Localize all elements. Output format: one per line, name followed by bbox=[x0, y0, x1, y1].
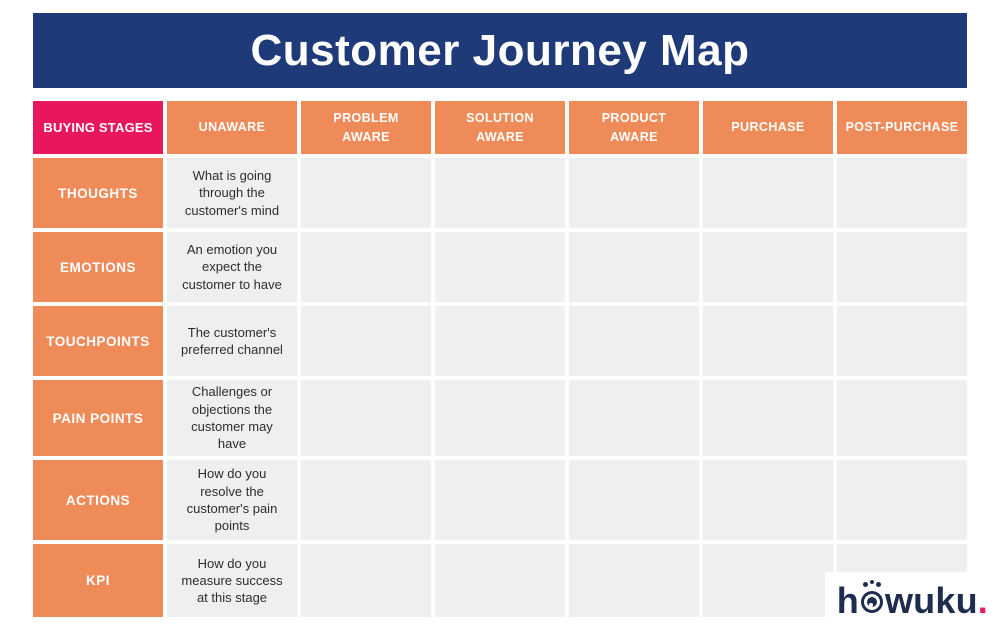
empty-cell bbox=[301, 306, 431, 376]
title-banner: Customer Journey Map bbox=[33, 13, 967, 88]
umlaut-dot-icon bbox=[875, 582, 881, 587]
empty-cell bbox=[301, 544, 431, 617]
empty-cell bbox=[569, 380, 699, 456]
description-cell: Challenges or objections the customer ma… bbox=[167, 380, 297, 456]
logo-period: . bbox=[977, 580, 988, 621]
description-cell: What is going through the customer's min… bbox=[167, 158, 297, 228]
empty-cell bbox=[703, 306, 833, 376]
description-cell: How do you measure success at this stage bbox=[167, 544, 297, 617]
empty-cell bbox=[435, 544, 565, 617]
empty-cell bbox=[703, 380, 833, 456]
empty-cell bbox=[301, 158, 431, 228]
empty-cell bbox=[435, 460, 565, 540]
empty-cell bbox=[569, 158, 699, 228]
empty-cell bbox=[301, 380, 431, 456]
page-title: Customer Journey Map bbox=[250, 25, 750, 75]
row-label-actions: ACTIONS bbox=[33, 460, 163, 540]
empty-cell bbox=[435, 306, 565, 376]
journey-map-table: BUYING STAGES UNAWARE PROBLEM AWARE SOLU… bbox=[33, 101, 967, 617]
howuku-eye-o-icon bbox=[860, 580, 883, 613]
empty-cell bbox=[837, 306, 967, 376]
empty-cell bbox=[569, 544, 699, 617]
empty-cell bbox=[703, 460, 833, 540]
empty-cell bbox=[837, 460, 967, 540]
stage-header-purchase: PURCHASE bbox=[703, 101, 833, 154]
row-label-kpi: KPI bbox=[33, 544, 163, 617]
o-ring-icon bbox=[863, 594, 880, 610]
empty-cell bbox=[301, 460, 431, 540]
description-cell: How do you resolve the customer's pain p… bbox=[167, 460, 297, 540]
empty-cell bbox=[837, 232, 967, 302]
description-cell: The customer's preferred channel bbox=[167, 306, 297, 376]
howuku-logo: h wuku . bbox=[824, 572, 990, 626]
corner-header-cell: BUYING STAGES bbox=[33, 101, 163, 154]
o-clock-dot-icon bbox=[868, 603, 873, 607]
empty-cell bbox=[435, 380, 565, 456]
stage-header-post-purchase: POST-PURCHASE bbox=[837, 101, 967, 154]
stage-header-solution-aware: SOLUTION AWARE bbox=[435, 101, 565, 154]
stage-header-problem-aware: PROBLEM AWARE bbox=[301, 101, 431, 154]
empty-cell bbox=[837, 380, 967, 456]
row-label-touchpoints: TOUCHPOINTS bbox=[33, 306, 163, 376]
empty-cell bbox=[569, 306, 699, 376]
empty-cell bbox=[837, 158, 967, 228]
empty-cell bbox=[301, 232, 431, 302]
logo-text-wuku: wuku bbox=[884, 580, 978, 621]
empty-cell bbox=[703, 232, 833, 302]
empty-cell bbox=[569, 232, 699, 302]
row-label-pain-points: PAIN POINTS bbox=[33, 380, 163, 456]
empty-cell bbox=[435, 232, 565, 302]
description-cell: An emotion you expect the customer to ha… bbox=[167, 232, 297, 302]
logo-text-h: h bbox=[836, 580, 859, 621]
umlaut-dot-icon bbox=[869, 580, 874, 584]
empty-cell bbox=[569, 460, 699, 540]
stage-header-unaware: UNAWARE bbox=[167, 101, 297, 154]
row-label-thoughts: THOUGHTS bbox=[33, 158, 163, 228]
row-label-emotions: EMOTIONS bbox=[33, 232, 163, 302]
stage-header-product-aware: PRODUCT AWARE bbox=[569, 101, 699, 154]
empty-cell bbox=[703, 544, 833, 617]
umlaut-dot-icon bbox=[862, 582, 868, 587]
empty-cell bbox=[435, 158, 565, 228]
empty-cell bbox=[703, 158, 833, 228]
